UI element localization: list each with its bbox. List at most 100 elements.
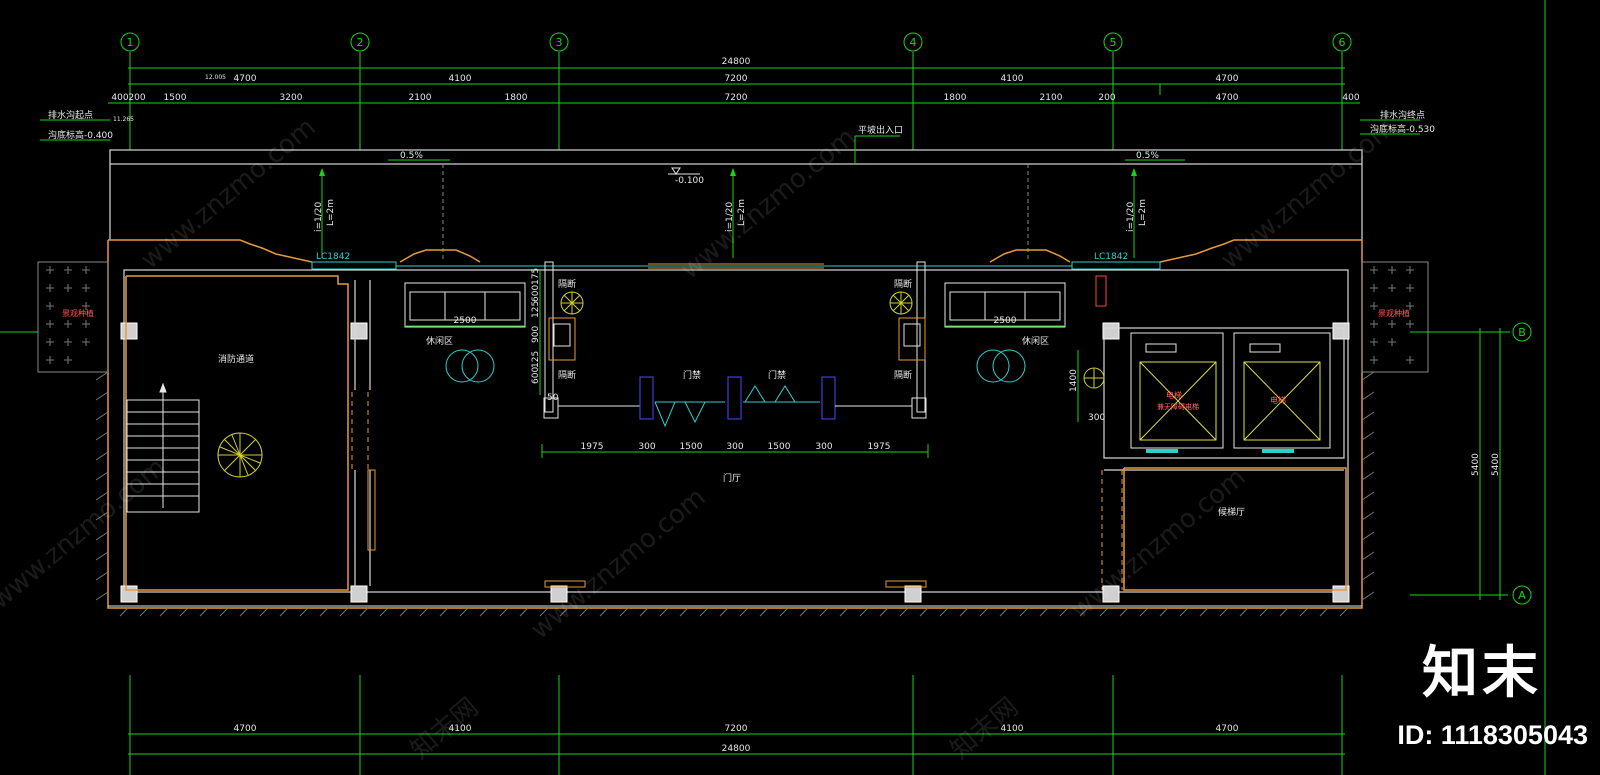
dim-r2-9: 200 [1098, 93, 1115, 103]
vdim-3: 900 [531, 326, 541, 343]
axis-label-2: 2 [357, 36, 364, 49]
dim-r1-2: 7200 [725, 74, 748, 84]
slope-left: 0.5% [400, 151, 423, 161]
ent-dim-2: 1500 [680, 442, 703, 452]
dim-r2-3: 3200 [280, 93, 303, 103]
axis-bubble-2 [350, 32, 370, 52]
hall-label: 门厅 [723, 472, 741, 484]
dim-r1-1: 4100 [449, 74, 472, 84]
ent-dim-3: 300 [726, 442, 743, 452]
elevator-core: 电梯 兼无障碍电梯 电梯 候梯厅 1400 300 [1069, 275, 1347, 591]
elevator-1-label: 电梯 [1166, 390, 1182, 400]
dim-r1-4: 4700 [1216, 74, 1239, 84]
dim-r2-2: 1500 [164, 93, 187, 103]
ramp-slope-2: i=1/20 [725, 201, 735, 232]
slope-right: 0.5% [1136, 151, 1159, 161]
axis-bubble-3 [549, 32, 569, 52]
exterior-paving: 平坡出入口 0.5% 0.5% -0.100 i=1/20 L=2m i=1/2… [109, 124, 1363, 262]
ramp-slope-3: i=1/20 [1126, 201, 1136, 232]
axis-label-3: 3 [556, 36, 563, 49]
elevator-1 [1130, 332, 1224, 449]
dim-r2-7: 1800 [944, 93, 967, 103]
sofa-left-width: 2500 [454, 316, 477, 326]
planter-right: 景观种植 [1361, 261, 1510, 373]
dim-r2-8: 2100 [1040, 93, 1063, 103]
kiosk-right-icon [898, 317, 926, 361]
axis-label-5: 5 [1110, 36, 1117, 49]
ramp-len-2: L=2m [737, 199, 747, 226]
vdim-4: 125 [531, 351, 541, 368]
axis-label-B: B [1518, 326, 1526, 339]
table-right-icon [976, 349, 1026, 383]
plant-elevator-icon [1083, 367, 1105, 389]
bench-left-icon [544, 580, 586, 588]
stair [126, 382, 200, 513]
ent-dim-1: 300 [638, 442, 655, 452]
dim-r2-11: 400 [1342, 93, 1359, 103]
watermark-pattern: www.znzmo.com www.znzmo.com www.znzmo.co… [0, 112, 1402, 765]
wm-site-1: www.znzmo.com [135, 112, 321, 275]
dim-r2-10: 4700 [1216, 93, 1239, 103]
brand-logo: 知末 [1422, 641, 1542, 706]
bench-right-icon [885, 580, 927, 588]
gate-label-2: 门禁 [768, 369, 786, 381]
elevator-1-sub: 兼无障碍电梯 [1157, 402, 1199, 411]
vdim-5: 600 [531, 367, 541, 384]
bottom-dim-total: 24800 [722, 744, 751, 754]
drain-left-elev: 沟底标高-0.400 [48, 129, 113, 141]
axis-label-A: A [1518, 589, 1526, 602]
elev-center: -0.100 [675, 176, 704, 186]
bottom-dim-1: 4100 [449, 724, 472, 734]
drain-notes: 排水沟起点 沟底标高-0.400 11.265 排水沟终点 沟底标高-0.530 [40, 109, 1435, 141]
plant-left-icon [560, 291, 584, 315]
wm-site-6: www.znzmo.com [1065, 462, 1251, 625]
dim-r2-5: 1800 [505, 93, 528, 103]
partition-label-1: 隔断 [558, 278, 576, 290]
dim-r1-0: 4700 [234, 74, 257, 84]
planter-left-label: 景观种植 [62, 308, 94, 318]
entrance-label: 平坡出入口 [858, 124, 903, 136]
ent-dim-6: 1975 [868, 442, 891, 452]
window-left: LC1842 [316, 252, 350, 262]
vdim-0: 175 [531, 268, 541, 285]
wm-site-5: www.znzmo.com [525, 482, 711, 645]
drain-left-title: 排水沟起点 [48, 109, 93, 121]
lounge-left-label: 休闲区 [426, 335, 453, 347]
dim-r2-0: 400 [111, 93, 128, 103]
access-gates [543, 376, 927, 428]
vdim-2: 125 [531, 301, 541, 318]
top-dimensions: 24800 4700 4100 7200 4100 4700 12.005 40… [111, 57, 1359, 103]
vdim-1: 600 [531, 285, 541, 302]
dim-r1-3: 4100 [1001, 74, 1024, 84]
bottom-dim-0: 4700 [234, 724, 257, 734]
lobby: 2500 休闲区 2500 休闲区 隔断 隔断 隔断 隔断 [404, 261, 1066, 588]
dim-total: 24800 [722, 57, 751, 67]
image-id: ID: 1118305043 [1397, 720, 1588, 750]
lounge-right-label: 休闲区 [1022, 335, 1049, 347]
gate-label-1: 门禁 [683, 369, 701, 381]
table-left-icon [445, 349, 495, 383]
ent-dim-0: 1975 [581, 442, 604, 452]
structural-columns [120, 322, 1350, 603]
partition-right [916, 261, 926, 413]
axis-bubble-5 [1103, 32, 1123, 52]
axis-grid-right: B A 5400 5400 [1410, 0, 1546, 775]
partition-label-3: 隔断 [894, 278, 912, 290]
sofa-right-icon [944, 282, 1066, 328]
sofa-left-icon [404, 282, 526, 328]
building-outline: LC1842 LC1842 [107, 239, 1363, 609]
elev-dim-1400: 1400 [1069, 369, 1079, 392]
elevator-2-label: 电梯 [1270, 395, 1286, 405]
window-right: LC1842 [1094, 252, 1128, 262]
axis-bubble-4 [903, 32, 923, 52]
right-dim-1: 5400 [1471, 453, 1481, 476]
dim-r2-4: 2100 [409, 93, 432, 103]
axis-grid-top: 1 2 3 4 5 6 [108, 32, 1360, 150]
partition-left [544, 261, 554, 413]
fire-passage-label: 消防通道 [218, 353, 254, 365]
planter-right-label: 景观种植 [1378, 308, 1410, 318]
ramp-len-1: L=2m [326, 199, 336, 226]
axis-label-1: 1 [127, 36, 134, 49]
wm-site-4: www.znzmo.com [0, 452, 172, 615]
